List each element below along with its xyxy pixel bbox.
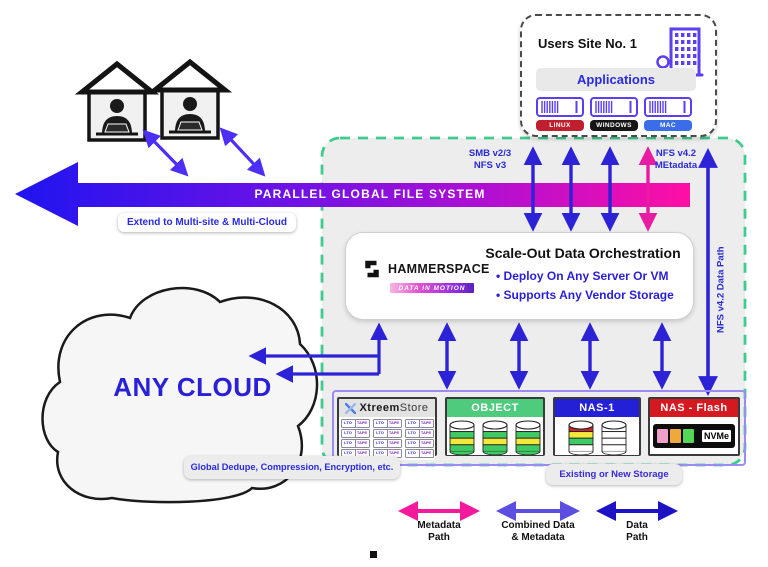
parallel-global-file-system-arrow <box>15 162 690 226</box>
object-body <box>447 417 543 455</box>
nas-flash-body: NVMe <box>650 417 738 454</box>
pgfs-label: PARALLEL GLOBAL FILE SYSTEM <box>254 187 486 201</box>
storage-container <box>332 390 746 466</box>
nvme-module-icon: NVMe <box>653 423 735 448</box>
storage-cylinder-icon <box>600 420 627 455</box>
orchestration-box: HAMMERSPACE DATA IN MOTION Scale-Out Dat… <box>345 232 694 320</box>
global-dedupe-label: Global Dedupe, Compression, Encryption, … <box>184 456 400 479</box>
nas-1-body <box>555 417 639 455</box>
hammerspace-logo-icon <box>365 260 379 278</box>
cursor-mark <box>370 551 377 558</box>
storage-box-nas-1: NAS-1 <box>553 397 641 456</box>
nas-flash-header: NAS - Flash <box>650 399 738 417</box>
hammerspace-logo-text: HAMMERSPACE <box>388 262 490 276</box>
house-link-arrow <box>219 127 266 177</box>
building-icon <box>655 27 704 77</box>
xtreemstore-logo-icon <box>345 402 357 414</box>
legend-metadata-label: Metadata Path <box>417 520 461 543</box>
storage-box-nas-flash: NAS - Flash NVMe <box>648 397 740 456</box>
os-badge-linux: LINUX <box>536 120 584 131</box>
users-site-box: Users Site No. 1 Applications LINUX WIND… <box>520 14 717 137</box>
house-link-arrow <box>142 129 189 177</box>
legend-combined-label: Combined Data & Metadata <box>501 520 575 543</box>
nfs-data-path-label: NFS v4.2 Data Path <box>715 246 727 334</box>
client-machine-icon <box>644 97 692 117</box>
orchestration-bullet: Supports Any Vendor Storage <box>496 286 674 305</box>
nvme-chip <box>670 428 681 443</box>
any-cloud-label: ANY CLOUD <box>113 372 272 402</box>
os-badge-mac: MAC <box>644 120 692 131</box>
orchestration-title: Scale-Out Data Orchestration <box>485 245 681 261</box>
cloud-link-arrows <box>248 322 388 383</box>
nfs-metadata-label: NFS v4.2 MEtadata <box>654 148 698 171</box>
any-cloud-shape <box>41 286 319 504</box>
client-machine-icon <box>536 97 584 117</box>
nvme-chip <box>657 428 668 443</box>
legend-data-label: Data Path <box>626 520 648 543</box>
client-machine-icon <box>590 97 638 117</box>
users-site-title: Users Site No. 1 <box>538 36 637 51</box>
os-badge-windows: WINDOWS <box>590 120 638 131</box>
orchestration-bullets: Deploy On Any Server Or VM Supports Any … <box>496 267 674 305</box>
data-in-motion-tagline: DATA IN MOTION <box>390 283 474 293</box>
storage-cylinder-icon <box>449 420 475 455</box>
xtreemstore-header: XtreemStore <box>339 399 435 417</box>
existing-storage-label: Existing or New Storage <box>546 464 682 485</box>
orchestration-bullet: Deploy On Any Server Or VM <box>496 267 674 286</box>
smb-nfs-label: SMB v2/3 NFS v3 <box>468 148 512 171</box>
storage-box-object: OBJECT <box>445 397 545 456</box>
applications-bar: Applications <box>536 68 696 91</box>
extend-multisite-label: Extend to Multi-site & Multi-Cloud <box>118 213 296 232</box>
house-icon <box>147 58 233 140</box>
storage-cylinder-icon <box>567 420 594 455</box>
os-labels-row: LINUX WINDOWS MAC <box>536 120 700 131</box>
hammerspace-logo: HAMMERSPACE <box>360 257 490 281</box>
nvme-chip <box>683 428 694 443</box>
nas-1-header: NAS-1 <box>555 399 639 417</box>
nvme-label: NVMe <box>701 429 731 442</box>
house-icon <box>74 60 160 142</box>
client-machines-row <box>536 97 700 117</box>
storage-cylinder-icon <box>482 420 508 455</box>
storage-cylinder-icon <box>515 420 541 455</box>
object-header: OBJECT <box>447 399 543 417</box>
